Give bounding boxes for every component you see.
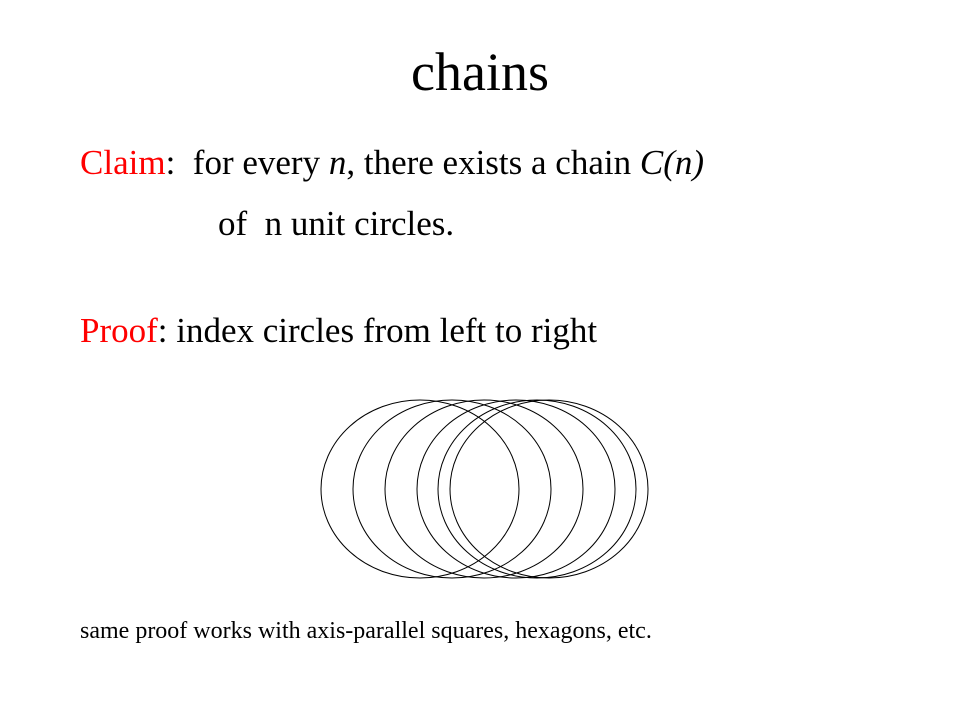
unit-circle-5 xyxy=(437,399,637,579)
unit-circle-1 xyxy=(320,399,520,579)
claim-line-2: of n unit circles. xyxy=(218,204,455,243)
claim-label: Claim xyxy=(80,143,166,182)
proof-label: Proof xyxy=(80,311,158,350)
claim-text-after-n: , there exists a chain xyxy=(346,143,640,182)
unit-circle-4 xyxy=(416,399,616,579)
claim-n-variable: n xyxy=(328,143,347,182)
claim-line: Claim: for every n, there exists a chain… xyxy=(80,142,704,184)
proof-line: Proof: index circles from left to right xyxy=(80,310,597,352)
unit-circle-6 xyxy=(449,399,649,579)
proof-text: : index circles from left to right xyxy=(157,311,598,350)
unit-circle-2 xyxy=(352,399,552,579)
claim-colon: : xyxy=(165,143,176,182)
unit-circle-3 xyxy=(384,399,584,579)
claim-text-before-n: for every xyxy=(175,143,329,182)
chain-symbol: C(n) xyxy=(639,143,705,182)
slide-title: chains xyxy=(411,42,549,102)
footnote: same proof works with axis-parallel squa… xyxy=(80,618,652,644)
